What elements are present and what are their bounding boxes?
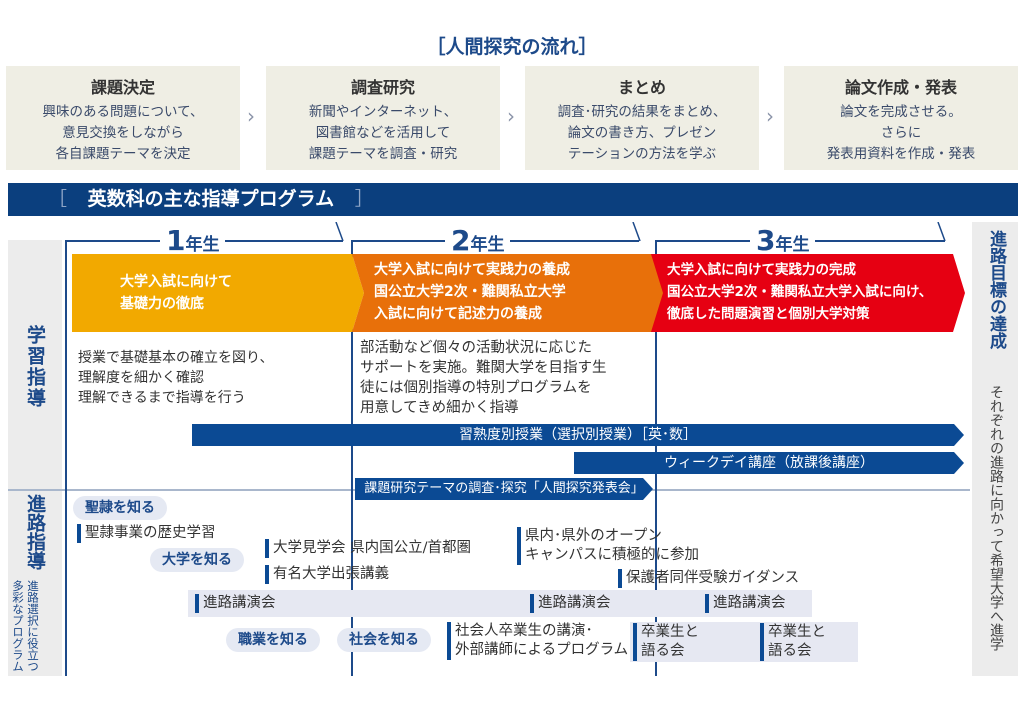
pill-know-university: 大学を知る [150, 548, 244, 572]
step-text: 発表用資料を作成・発表 [826, 146, 976, 162]
alumni-talk-row [630, 622, 858, 662]
bracket-tick [937, 222, 946, 242]
year-1-label: 1年生 [160, 224, 226, 257]
step-text: さらに [880, 125, 922, 141]
bracket: ］ [354, 188, 374, 210]
bracket-tick [335, 222, 344, 242]
year-num: 3 [756, 224, 776, 257]
year1-line [65, 240, 67, 676]
bracket-tick [632, 222, 641, 242]
band-text: 徹底した問題演習と個別大学対策 [667, 306, 870, 322]
step-text: テーションの方法を学ぶ [567, 146, 717, 162]
alumni-program-item: 社会人卒業生の講演･ 外部講師によるプログラム [447, 622, 628, 660]
step-heading: まとめ [617, 78, 666, 97]
item-line: 語る会 [641, 643, 685, 659]
goal-sublabel: それぞれの進路に向かって希望大学へ進学 [988, 385, 1004, 651]
step-heading: 論文作成・発表 [844, 78, 957, 97]
step-text: 意見交換をしながら [62, 125, 184, 141]
open-campus-item: 県内･県外のオープンキャンパスに積極的に参加 [517, 527, 699, 565]
band-text: 大学入試に向けて実践力の完成 [667, 262, 856, 278]
step-heading: 課題決定 [90, 78, 155, 97]
para-line: 理解できるまで指導を行う [78, 390, 246, 406]
year-unit: 年生 [185, 235, 220, 255]
item-line: キャンパスに積極的に参加 [525, 547, 699, 563]
year2-goal-band: 大学入試に向けて実践力の養成国公立大学2次・難関私立大学入試に向けて記述力の養成 [352, 254, 664, 332]
career-talk-item: 進路講演会 [530, 594, 611, 613]
step-text: 課題テーマを調査・研究 [308, 146, 458, 162]
chevron-right-icon: › [247, 104, 255, 128]
program-title: 英数科の主な指導プログラム [87, 188, 335, 210]
para-line: 授業で基礎基本の確立を図り、 [78, 350, 274, 366]
exam-guidance-item: 保護者同伴受験ガイダンス [618, 569, 799, 588]
alumni-talk-item: 卒業生と語る会 [760, 623, 826, 661]
pill-know-society: 社会を知る [337, 628, 431, 652]
flow-title: ［人間探究の流れ］ [426, 36, 598, 58]
step-heading: 調査研究 [350, 78, 415, 97]
para-line: サポートを実施。難関大学を目指す生 [360, 360, 607, 376]
research-presentation-bar: 課題研究テーマの調査･探究「人間探究発表会」 [355, 478, 653, 500]
item-line: 語る会 [768, 643, 812, 659]
year2-line [351, 240, 353, 676]
step-text: 論文を完成させる。 [840, 104, 962, 120]
item-line: 県内･県外のオープン [525, 528, 662, 544]
seirei-history-item: 聖隷事業の歴史学習 [77, 524, 216, 543]
alumni-talk-item: 卒業生と語る会 [633, 623, 699, 661]
right-goal-column [972, 222, 1018, 676]
year1-goal-band: 大学入試に向けて基礎力の徹底 [72, 254, 364, 332]
flow-step-paper: 論文作成・発表 論文を完成させる。 さらに 発表用資料を作成・発表 [784, 66, 1018, 170]
item-line: 社会人卒業生の講演･ [455, 623, 593, 639]
para-line: 理解度を細かく確認 [78, 370, 204, 386]
step-text: 各自課題テーマを決定 [55, 146, 191, 162]
year-num: 2 [451, 224, 471, 257]
chevron-right-icon: › [507, 104, 515, 128]
weekday-course-bar: ウィークデイ講座（放課後講座） [574, 452, 964, 474]
para-line: 部活動など個々の活動状況に応じた [360, 340, 592, 356]
step-text: 興味のある問題について、 [42, 104, 204, 120]
university-lecture-item: 有名大学出張講義 [265, 565, 389, 584]
year-num: 1 [166, 224, 186, 257]
step-text: 調査･研究の結果をまとめ、 [557, 104, 727, 120]
band-text: 大学入試に向けて [120, 274, 232, 290]
career-talk-item: 進路講演会 [195, 594, 276, 613]
campus-visit-item: 大学見学会 県内国公立/首都圏 [265, 539, 471, 558]
career-guidance-sublabel: 進路選択に役立つ多彩なプログラム [11, 580, 40, 672]
goal-label: 進路目標の達成 [986, 230, 1006, 349]
item-line: 外部講師によるプログラム [455, 642, 629, 658]
pill-know-seirei: 聖隷を知る [73, 496, 167, 520]
career-talk-item: 進路講演会 [705, 594, 786, 613]
band-text: 国公立大学2次・難関私立大学 [374, 284, 566, 300]
para-line: 用意してきめ細かく指導 [360, 400, 519, 416]
study-guidance-label: 学習指導 [24, 325, 46, 409]
year-unit: 年生 [470, 235, 505, 255]
year-unit: 年生 [775, 235, 810, 255]
step-text: 論文の書き方、プレゼン [567, 125, 717, 141]
chevron-right-icon: › [766, 104, 774, 128]
flow-step-research: 調査研究 新聞やインターネット、 図書館などを活用して 課題テーマを調査・研究 [266, 66, 500, 170]
year2-description: 部活動など個々の活動状況に応じたサポートを実施。難関大学を目指す生徒には個別指導… [360, 338, 607, 418]
year1-description: 授業で基礎基本の確立を図り、理解度を細かく確認理解できるまで指導を行う [78, 348, 273, 408]
program-banner: ［ 英数科の主な指導プログラム ］ [8, 183, 1018, 216]
item-line: 卒業生と [768, 624, 826, 640]
year-3-label: 3年生 [750, 224, 816, 257]
band-text: 基礎力の徹底 [120, 296, 204, 312]
band-text: 国公立大学2次・難関私立大学入試に向け、 [667, 284, 933, 300]
career-guidance-label: 進路指導 [24, 494, 46, 570]
para-line: 徒には個別指導の特別プログラムを [360, 380, 592, 396]
step-text: 新聞やインターネット、 [308, 104, 458, 120]
step-text: 図書館などを活用して [315, 125, 451, 141]
band-text: 大学入試に向けて実践力の養成 [374, 262, 570, 278]
item-line: 卒業生と [641, 624, 699, 640]
bracket: ［ [48, 188, 68, 210]
proficiency-class-bar: 習熟度別授業（選択別授業）［英･数］ [192, 424, 964, 446]
pill-know-occupation: 職業を知る [226, 628, 320, 652]
flow-step-decide: 課題決定 興味のある問題について、 意見交換をしながら 各自課題テーマを決定 [6, 66, 240, 170]
year3-goal-band: 大学入試に向けて実践力の完成国公立大学2次・難関私立大学入試に向け、徹底した問題… [651, 254, 965, 332]
year-2-label: 2年生 [445, 224, 511, 257]
flow-step-summary: まとめ 調査･研究の結果をまとめ、 論文の書き方、プレゼン テーションの方法を学… [525, 66, 759, 170]
left-label-column [8, 240, 62, 676]
band-text: 入試に向けて記述力の養成 [374, 306, 542, 322]
